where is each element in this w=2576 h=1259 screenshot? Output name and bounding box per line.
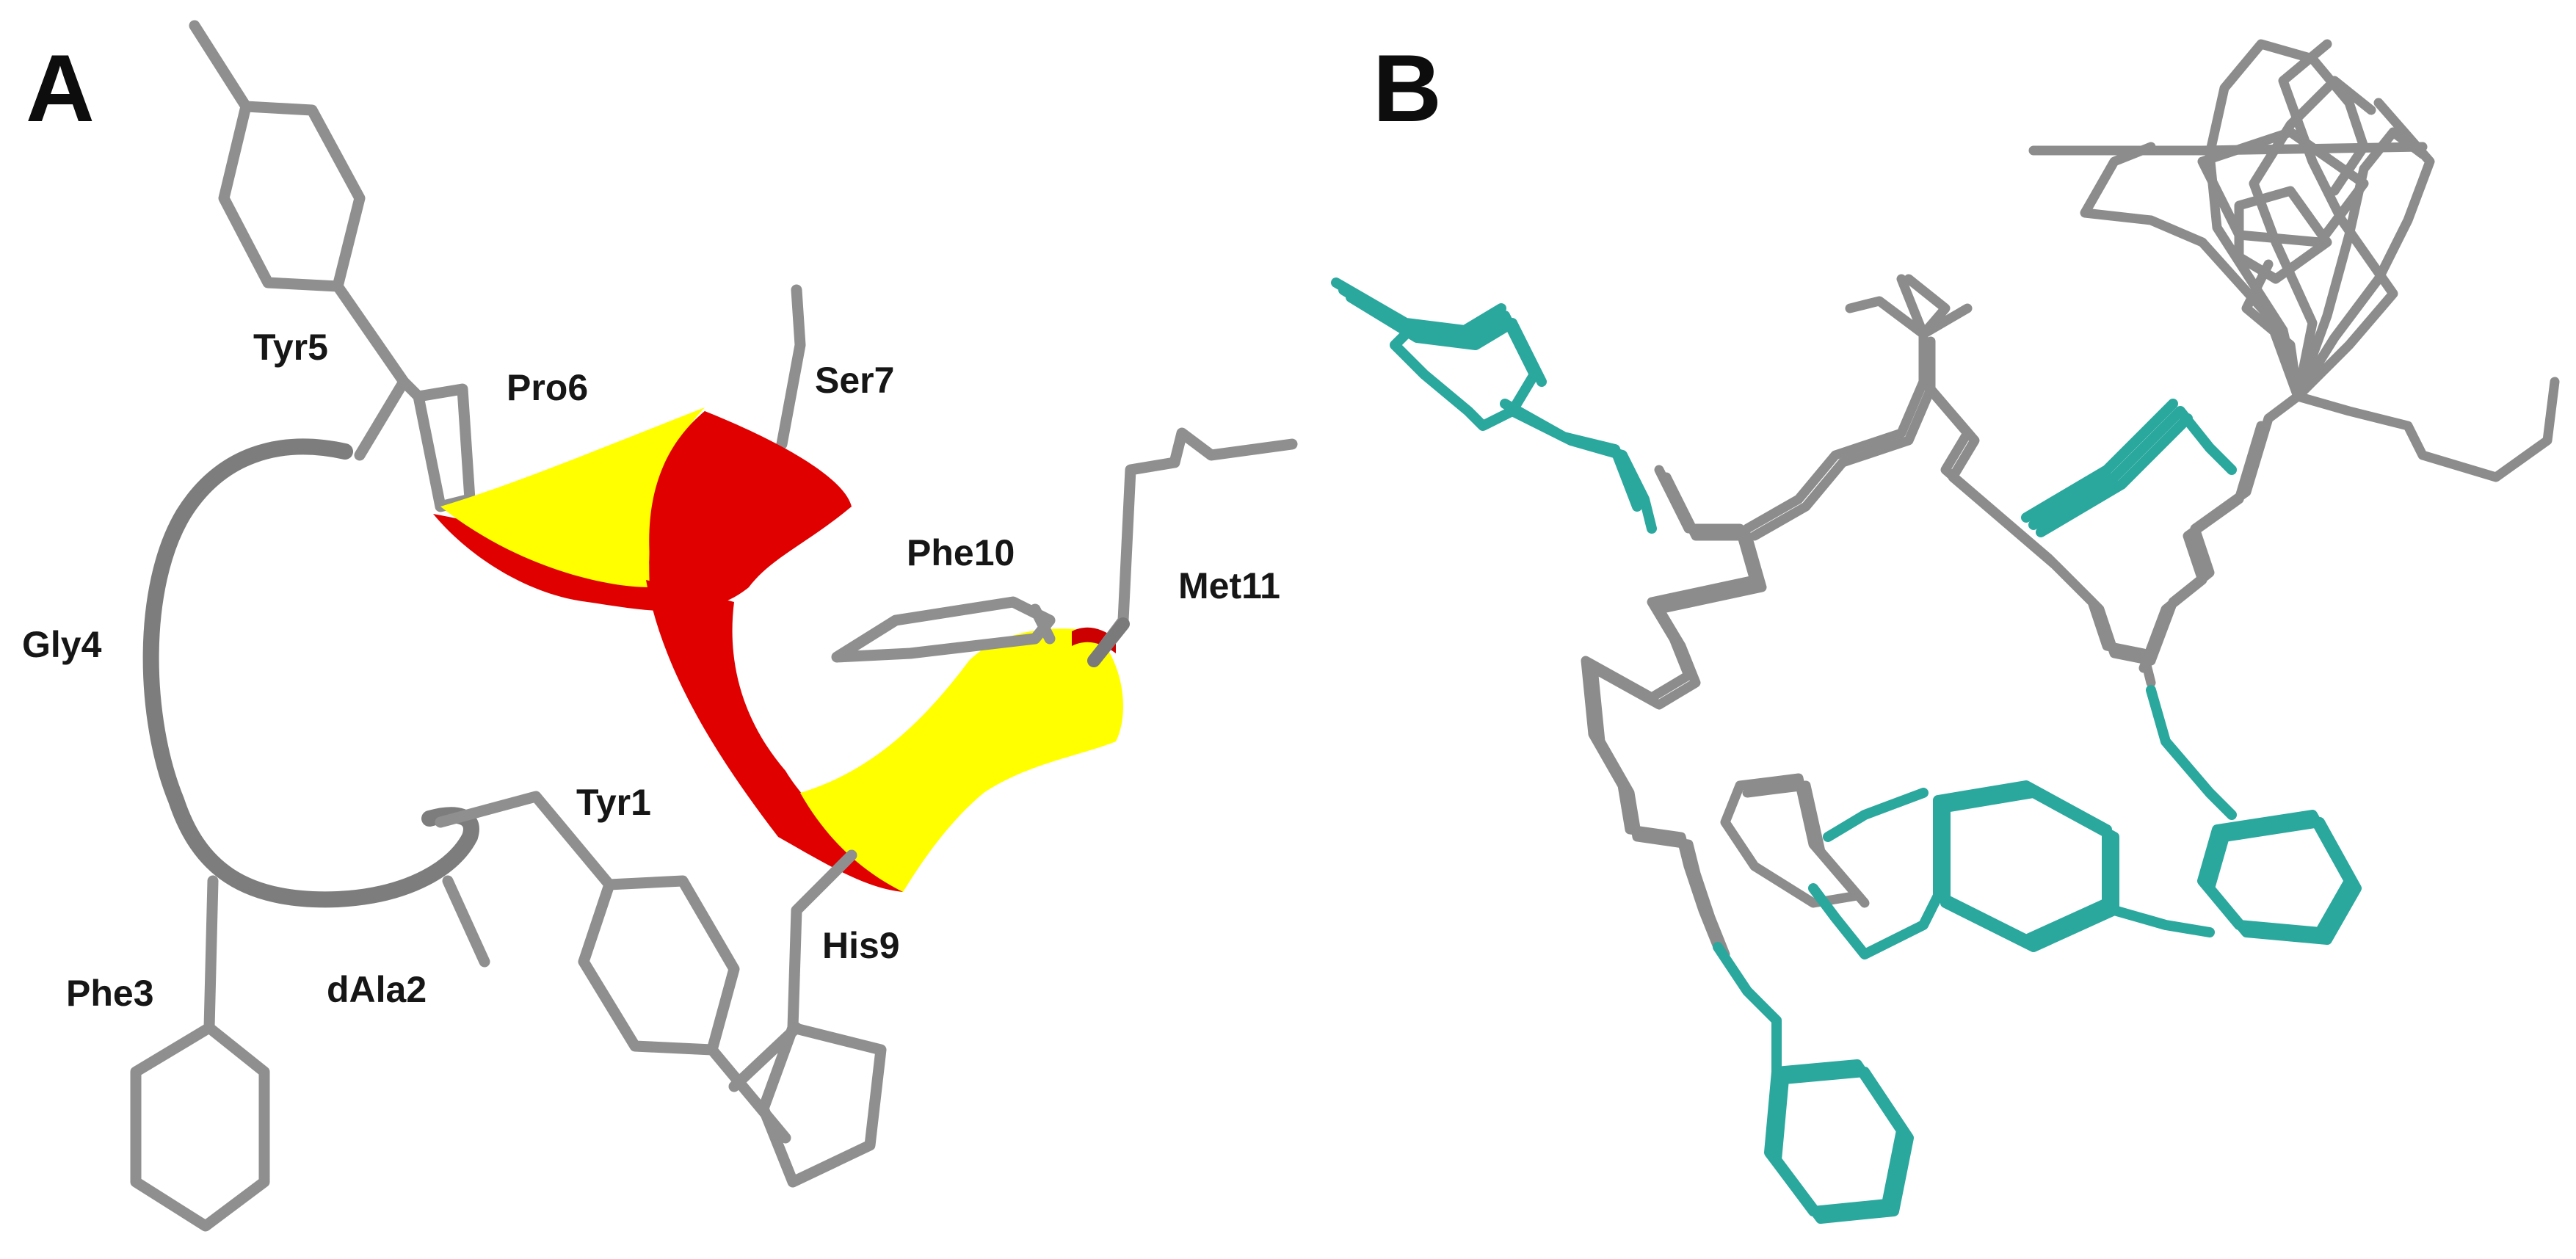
label-tyr1: Tyr1 [576,782,651,823]
panel-b: B [1331,35,2560,1224]
label-gly4: Gly4 [22,624,102,665]
panel-b-letter: B [1373,35,1442,142]
label-met11: Met11 [1178,565,1280,606]
dala2-sidechain [442,875,490,968]
ensemble-backbone [1581,274,2303,959]
his9-sidechain [728,849,887,1188]
ensemble-teal-rings [1331,277,2362,1224]
backbone-coil [142,438,478,908]
pro6-sidechain [398,376,476,512]
label-ser7: Ser7 [815,360,894,401]
met11-sidechain [1095,427,1298,656]
label-pro6: Pro6 [507,367,588,408]
tyr5-sidechain [189,20,410,461]
ser7-sidechain [776,284,806,450]
label-phe3: Phe3 [66,973,154,1014]
label-tyr5: Tyr5 [253,327,328,368]
phe3-sidechain [130,875,270,1232]
panel-a: A [22,20,1298,1232]
helix-ribbon [433,407,1123,892]
panel-a-letter: A [26,35,95,142]
phe10-sidechain [831,596,1056,663]
label-phe10: Phe10 [907,532,1015,573]
label-his9: His9 [822,925,900,966]
ensemble-sidechain-bundle [2028,39,2560,482]
met11-cap [1087,617,1130,667]
label-dala2: dAla2 [327,969,427,1010]
